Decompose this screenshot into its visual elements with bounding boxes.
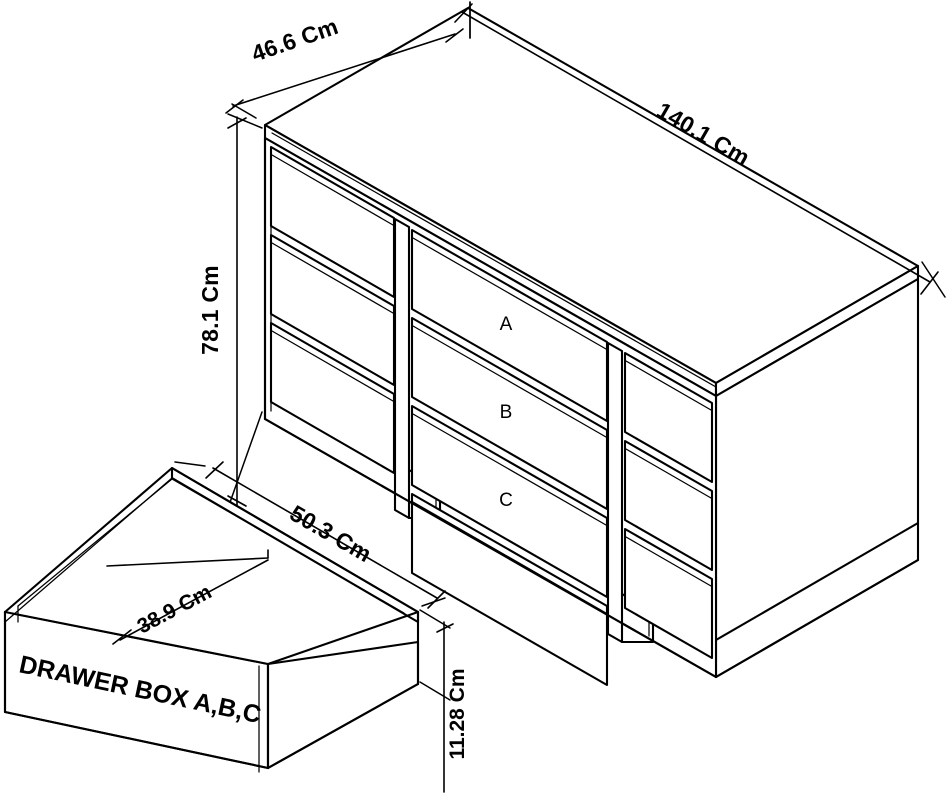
height-ext-line-bottom	[227, 411, 263, 509]
sideboard-cabinet: A B C	[263, 6, 920, 687]
box-length-ext-1	[174, 461, 206, 467]
drawer-box-side-panel	[266, 640, 420, 770]
width-ext-line-2	[921, 261, 946, 298]
box-height-ext-bottom	[419, 681, 451, 701]
dimension-label-height: 78.1 Cm	[197, 265, 223, 355]
right-drawer-1-front[interactable]	[623, 351, 714, 484]
width-tick-start	[454, 3, 473, 23]
top-surface-scribe	[271, 132, 717, 388]
divider-middle-right-panel	[606, 341, 624, 644]
box-length-dim-line	[212, 467, 438, 599]
divider-left-middle-panel	[393, 217, 411, 520]
right-drawer-3-front[interactable]	[623, 527, 714, 660]
middle-drawer-top-gap	[412, 237, 607, 350]
drawer-box-inner-rim	[17, 478, 405, 614]
drawer-box-detail: DRAWER BOX A,B,C	[3, 466, 420, 773]
box-width-tick-1	[112, 629, 132, 645]
box-length-tick-1	[205, 461, 224, 479]
right-drawer-1-gap	[625, 360, 712, 411]
cabinet-front-bottom-edge	[263, 417, 718, 679]
middle-drawer-a-gap	[412, 325, 607, 438]
left-drawer-2-gap	[271, 242, 394, 314]
drawer-column-middle: A B C	[410, 228, 609, 687]
depth-tick-start	[225, 99, 244, 114]
width-tick-end	[920, 271, 939, 295]
drawer-box-front-bottom-edge	[3, 710, 270, 770]
drawer-box-side-bottom-edge	[266, 682, 420, 770]
drawer-column-right	[623, 351, 714, 660]
right-side-plinth-line	[714, 521, 920, 642]
width-dim-line	[461, 11, 931, 283]
dimension-label-box-height: 11.28 Cm	[446, 668, 469, 759]
box-height-ext-top	[419, 609, 451, 629]
depth-tick-end	[445, 28, 464, 43]
drawer-box-top-rim	[3, 466, 420, 614]
height-ext-line-top	[227, 113, 263, 129]
dimension-height-78-1: 78.1 Cm	[197, 113, 263, 509]
box-length-tick-2	[427, 590, 446, 609]
drawer-label-b: B	[500, 402, 513, 423]
drawer-label-c: C	[499, 490, 513, 511]
middle-drawer-b-gap	[412, 413, 607, 526]
right-drawer-2-gap	[625, 448, 712, 499]
height-tick-top	[227, 117, 247, 129]
divider-middle-right	[606, 341, 655, 644]
cabinet-bottom-right-edge	[714, 558, 920, 679]
box-width-dim-line-a	[106, 557, 269, 567]
depth-dim-line	[232, 33, 456, 107]
left-drawer-3-gap	[271, 330, 394, 402]
middle-drawer-c-front[interactable]	[410, 492, 609, 687]
right-drawer-3-gap	[625, 536, 712, 587]
right-drawer-2-front[interactable]	[623, 439, 714, 572]
left-drawer-1-gap	[271, 154, 394, 226]
drawer-label-a: A	[500, 314, 513, 335]
dimension-box-height-11-28: 11.28 Cm	[419, 609, 469, 793]
dimension-label-depth: 46.6 Cm	[248, 13, 341, 67]
height-tick-bottom	[227, 495, 247, 507]
cabinet-top-panel	[263, 6, 920, 398]
box-height-tick-top	[436, 623, 454, 633]
box-width-dim-line	[119, 559, 269, 641]
